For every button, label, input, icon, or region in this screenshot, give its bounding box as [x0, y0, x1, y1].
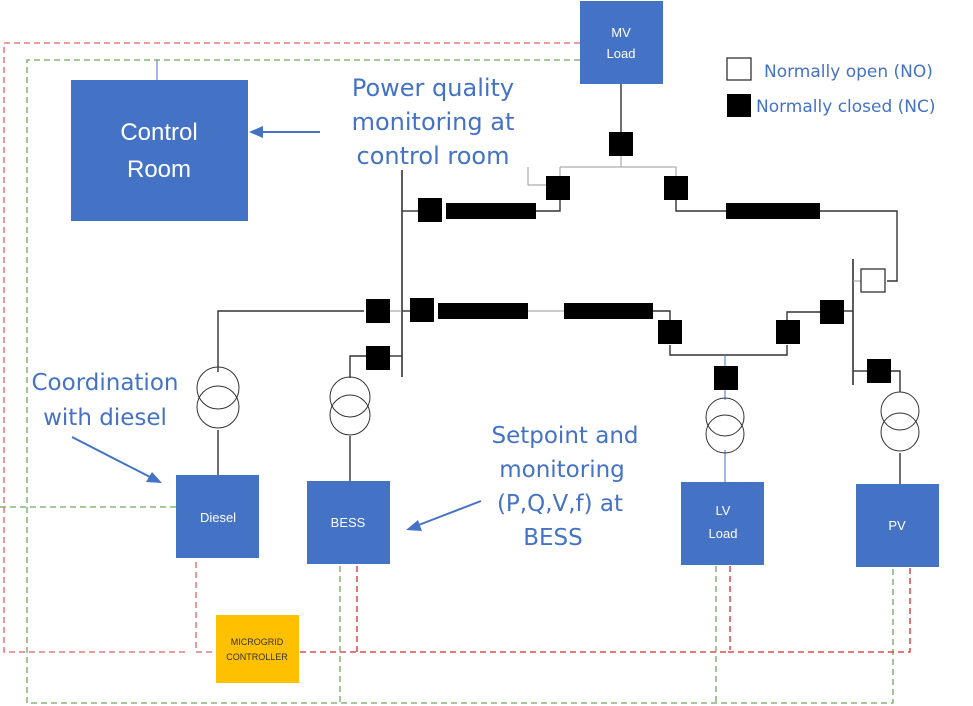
annotation-power-quality: Power quality monitoring at control room — [352, 74, 515, 170]
annotation-bess-setpoint: Setpoint and monitoring (P,Q,V,f) at BES… — [491, 423, 638, 551]
annotation-line: with diesel — [43, 405, 167, 431]
control-room-node[interactable]: Control Room — [71, 80, 248, 221]
diesel-label: Diesel — [200, 510, 236, 525]
microgrid-controller-node[interactable]: MICROGRID CONTROLLER — [216, 615, 299, 683]
arrow-to-bess — [406, 500, 482, 531]
bess-label: BESS — [331, 515, 366, 530]
switch-no[interactable] — [860, 268, 886, 293]
switch-nc[interactable] — [410, 298, 434, 322]
bess-box[interactable] — [307, 481, 390, 564]
line-segment — [438, 303, 528, 319]
comm-link-red-bus — [300, 568, 911, 653]
diesel-node[interactable]: Diesel — [176, 475, 259, 558]
switch-nc[interactable] — [776, 320, 800, 344]
annotation-line: (P,Q,V,f) at — [497, 491, 623, 517]
legend: Normally open (NO) Normally closed (NC) — [726, 57, 936, 117]
legend-normally-closed-label: Normally closed (NC) — [756, 97, 936, 117]
legend-normally-open-icon — [726, 57, 752, 81]
switch-nc[interactable] — [658, 320, 682, 344]
mv-load-node[interactable]: MV Load — [580, 1, 663, 84]
annotation-line: BESS — [523, 525, 583, 551]
pv-box[interactable] — [856, 484, 939, 567]
annotation-diesel-coordination: Coordination with diesel — [32, 370, 179, 431]
microgrid-controller-box[interactable] — [216, 615, 299, 683]
line-segments — [438, 203, 820, 319]
line-segment — [446, 203, 536, 219]
legend-normally-closed-icon — [727, 94, 751, 117]
arrow-to-diesel — [71, 436, 162, 483]
microgrid-controller-label-line1: MICROGRID — [231, 637, 284, 647]
switch-nc[interactable] — [664, 176, 688, 200]
pv-node[interactable]: PV — [856, 484, 939, 567]
switch-nc[interactable] — [546, 176, 570, 200]
control-room-label-line2: Room — [127, 156, 191, 183]
control-room-box[interactable] — [71, 80, 248, 221]
switch-nc[interactable] — [366, 299, 390, 323]
line-segment — [564, 303, 653, 319]
lv-load-node[interactable]: LV Load — [681, 482, 764, 565]
switch-nc[interactable] — [366, 346, 390, 370]
pv-label: PV — [888, 518, 906, 533]
microgrid-controller-label-line2: CONTROLLER — [226, 652, 288, 662]
switch-nc[interactable] — [867, 359, 891, 383]
mv-load-label-line1: MV — [611, 25, 631, 40]
comm-link-green-outer — [26, 59, 894, 704]
comm-link-red-diesel — [195, 562, 218, 653]
annotation-line: Coordination — [32, 370, 179, 396]
lv-load-label-line1: LV — [716, 503, 731, 518]
annotation-line: Power quality — [352, 74, 514, 102]
control-room-label-line1: Control — [120, 119, 197, 146]
diesel-box[interactable] — [176, 475, 259, 558]
transformers — [196, 366, 920, 454]
comm-links — [0, 42, 911, 704]
switches — [366, 132, 891, 390]
bess-node[interactable]: BESS — [307, 481, 390, 564]
transformer-icon — [196, 366, 240, 429]
lv-load-label-line2: Load — [709, 526, 738, 541]
switch-nc[interactable] — [820, 300, 844, 324]
switch-nc[interactable] — [609, 132, 633, 156]
transformer-icon — [880, 391, 920, 452]
line-segment — [726, 203, 820, 219]
mv-load-box[interactable] — [580, 1, 663, 84]
comm-link-red-outer — [3, 42, 580, 653]
annotation-line: monitoring at — [352, 108, 515, 136]
switch-nc[interactable] — [714, 366, 738, 390]
switch-nc[interactable] — [418, 198, 442, 222]
lv-load-box[interactable] — [681, 482, 764, 565]
transformer-icon — [329, 376, 371, 436]
power-network — [217, 84, 901, 484]
annotation-line: Setpoint and — [491, 423, 638, 449]
transformer-icon — [705, 397, 745, 454]
mv-load-label-line2: Load — [607, 46, 636, 61]
arrow-to-control-room — [249, 126, 320, 138]
annotation-line: control room — [357, 142, 510, 170]
legend-normally-open-label: Normally open (NO) — [764, 62, 933, 82]
annotation-line: monitoring — [499, 457, 625, 483]
